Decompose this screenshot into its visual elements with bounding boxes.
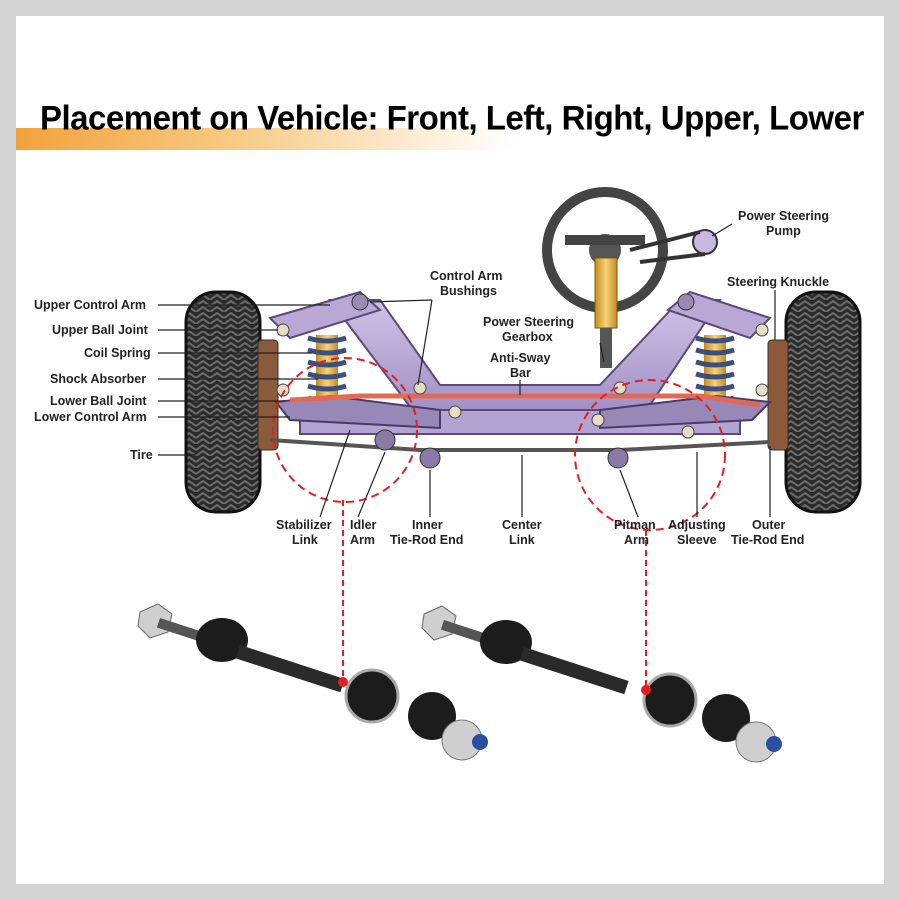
label-power-steering-gearbox-2: Gearbox [502,330,553,344]
label-control-arm-bushings-1: Control Arm [430,269,502,283]
label-stabilizer-link-2: Link [292,533,318,547]
label-outer-tie-rod-end-1: Outer [752,518,785,532]
callout-circle-left [272,357,418,503]
tire-right [784,290,862,514]
leader-lines [158,223,776,518]
label-shock-absorber: Shock Absorber [50,372,146,386]
sway-bar-link-icon [421,605,782,763]
page-title: Placement on Vehicle: Front, Left, Right… [40,98,864,137]
bushing-upper-left [351,293,369,311]
label-lower-ball-joint: Lower Ball Joint [50,394,147,408]
label-idler-arm-1: Idler [350,518,377,532]
tire-left [184,290,262,514]
label-adjusting-sleeve-2: Sleeve [677,533,717,547]
label-adjusting-sleeve-1: Adjusting [668,518,726,532]
callout-circle-right [574,379,726,531]
anti-sway-bar [289,393,761,408]
inner-tie-rod-end [419,447,441,469]
label-tire: Tire [130,448,153,462]
bushing-upper-right [677,293,695,311]
label-power-steering-pump-2: Pump [766,224,801,238]
knuckle-right [767,339,789,451]
label-inner-tie-rod-end-1: Inner [412,518,443,532]
label-idler-arm-2: Arm [350,533,375,547]
sway-bar-link-icon [137,603,488,761]
label-upper-control-arm: Upper Control Arm [34,298,146,312]
label-outer-tie-rod-end-2: Tie-Rod End [731,533,804,547]
label-anti-sway-bar-1: Anti-Sway [490,351,550,365]
label-lower-control-arm: Lower Control Arm [34,410,147,424]
label-upper-ball-joint: Upper Ball Joint [52,323,149,337]
label-center-link-2: Link [509,533,535,547]
idler-arm [374,429,396,451]
power-steering-pump [629,229,718,264]
label-coil-spring: Coil Spring [84,346,151,360]
label-inner-tie-rod-end-2: Tie-Rod End [390,533,463,547]
coil-spring-right [695,335,735,405]
label-stabilizer-link-1: Stabilizer [276,518,332,532]
center-link [269,438,771,452]
label-power-steering-gearbox-1: Power Steering [483,315,574,329]
label-pitman-arm-1: Pitman [614,518,656,532]
label-power-steering-pump-1: Power Steering [738,209,829,223]
label-steering-knuckle: Steering Knuckle [727,275,829,289]
knuckle-left [257,339,279,451]
label-control-arm-bushings-2: Bushings [440,284,497,298]
coil-spring-left [307,335,347,405]
label-center-link-1: Center [502,518,542,532]
title-highlight [16,128,516,150]
pitman-arm [607,447,629,469]
steering-wheel-icon [542,187,668,368]
label-pitman-arm-2: Arm [624,533,649,547]
label-anti-sway-bar-2: Bar [510,366,531,380]
bolts [276,323,769,439]
